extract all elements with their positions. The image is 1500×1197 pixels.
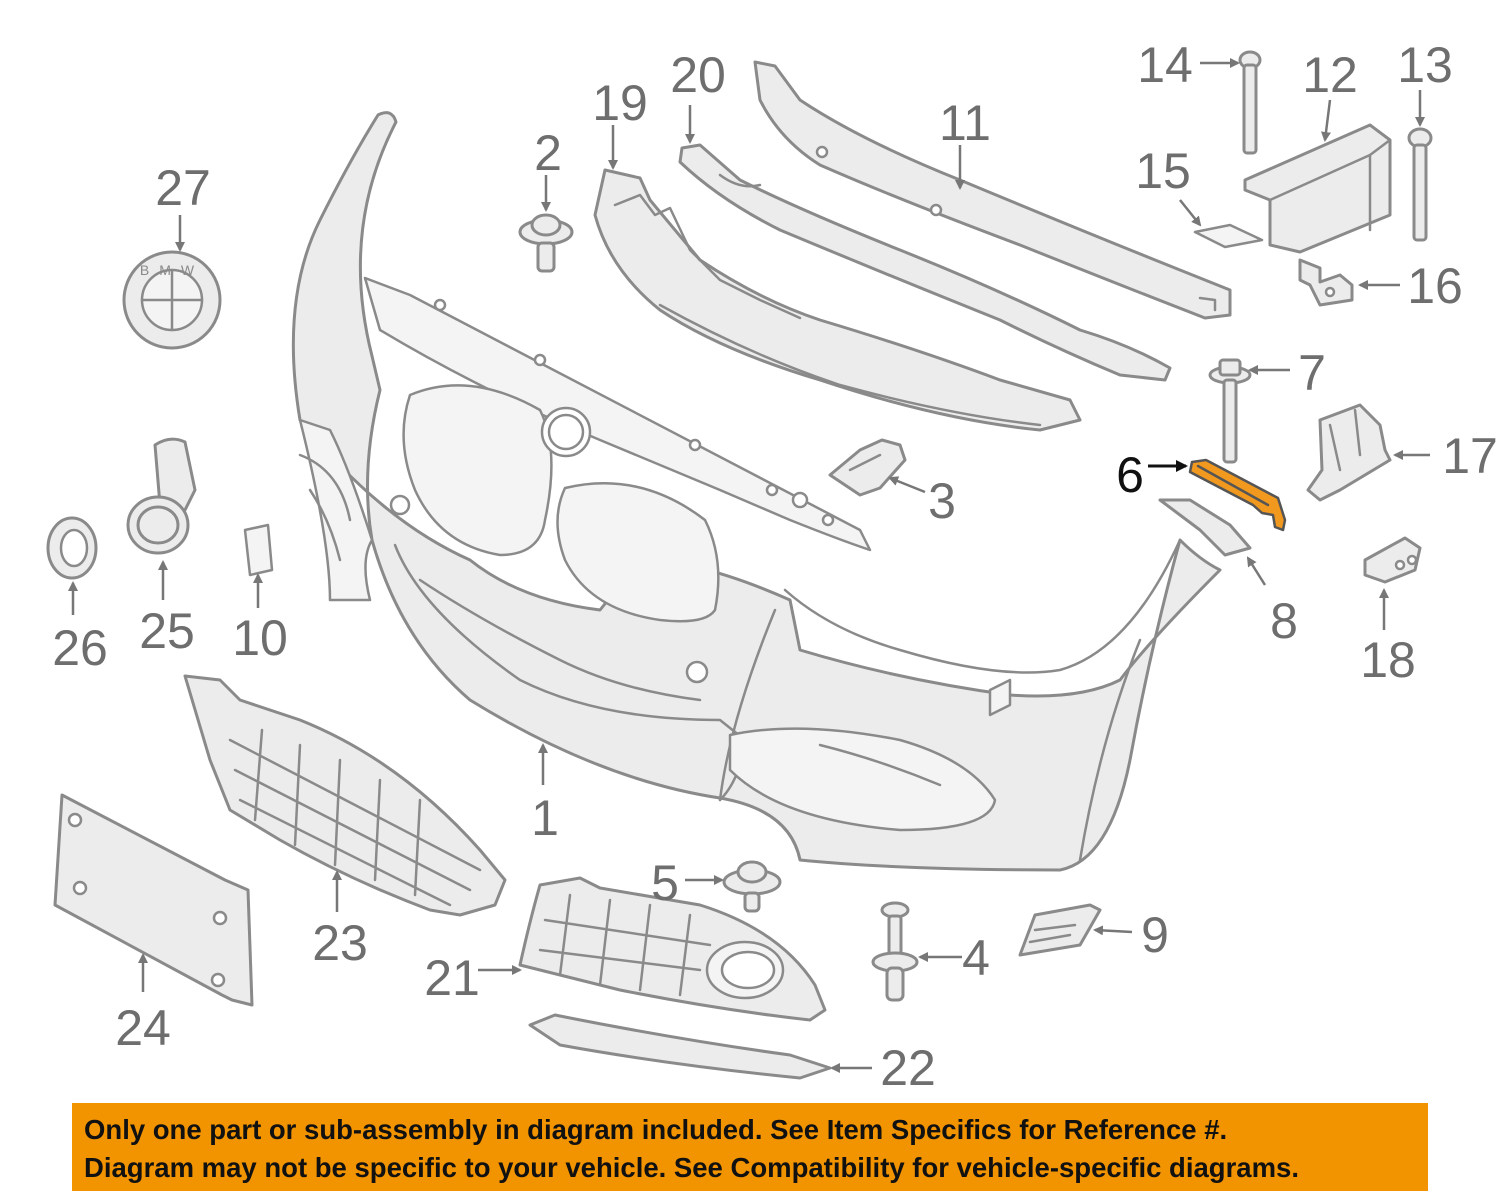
lower-grille [183, 674, 507, 917]
callout-24: 24 [115, 1000, 171, 1056]
cap-18 [1363, 536, 1422, 584]
callout-23: 23 [312, 915, 368, 971]
bmw-emblem: BMW [122, 250, 222, 350]
bolt-13 [1407, 127, 1433, 242]
callout-11: 11 [939, 95, 991, 151]
callout-6: 6 [1116, 447, 1144, 503]
sensor-ring [46, 516, 98, 580]
callout-labels: 1 2 3 4 5 6 7 8 9 10 11 12 13 14 15 16 1… [52, 37, 1498, 1096]
license-plate-base [53, 793, 254, 1007]
clip-16 [1298, 258, 1354, 307]
disclaimer-line-1: Only one part or sub-assembly in diagram… [84, 1114, 1228, 1145]
callout-1: 1 [531, 790, 559, 846]
bolt-7 [1208, 358, 1252, 464]
bolt-14 [1238, 50, 1262, 155]
energy-absorber [593, 168, 1082, 432]
callout-8: 8 [1270, 593, 1298, 649]
callout-7: 7 [1298, 345, 1326, 401]
bracket-3 [828, 438, 907, 497]
callout-3: 3 [928, 473, 956, 529]
callout-12: 12 [1302, 47, 1358, 103]
svg-text:BMW: BMW [140, 262, 204, 278]
callout-5: 5 [651, 855, 679, 911]
clip-15 [1193, 223, 1264, 249]
tow-cover-9 [1018, 903, 1102, 957]
callout-25: 25 [139, 603, 195, 659]
callout-18: 18 [1360, 632, 1416, 688]
park-sensor [126, 437, 197, 555]
parts-diagram: BMW [46, 37, 1498, 1096]
disclaimer-banner: Only one part or sub-assembly in diagram… [72, 1103, 1428, 1191]
callout-4: 4 [962, 930, 990, 986]
absorber-bracket [678, 143, 1172, 382]
callout-20: 20 [670, 47, 726, 103]
callout-16: 16 [1407, 258, 1463, 314]
callout-15: 15 [1135, 143, 1191, 199]
callout-13: 13 [1397, 37, 1453, 93]
highlighted-bracket [1188, 458, 1287, 532]
callout-14: 14 [1137, 37, 1193, 93]
cover-plate-10 [243, 523, 274, 577]
bumper-cover [291, 111, 1222, 872]
callout-17: 17 [1442, 428, 1498, 484]
callout-19: 19 [592, 75, 648, 131]
disclaimer-line-2: Diagram may not be specific to your vehi… [84, 1152, 1299, 1183]
bracket-8 [1158, 498, 1252, 557]
bumper-carrier [753, 60, 1232, 320]
callout-10: 10 [232, 610, 288, 666]
callout-2: 2 [534, 125, 562, 181]
callout-9: 9 [1141, 907, 1169, 963]
callout-26: 26 [52, 620, 108, 676]
leader-lines [68, 58, 1430, 1073]
callout-22: 22 [880, 1040, 936, 1096]
fastener-5 [722, 860, 782, 913]
bracket-17 [1306, 403, 1392, 502]
mount-bracket [1243, 123, 1392, 254]
fog-lamp-grille [518, 876, 827, 1022]
lower-trim-strip [528, 1013, 832, 1080]
fastener-2 [518, 213, 574, 273]
callout-21: 21 [424, 950, 480, 1006]
callout-27: 27 [155, 160, 211, 216]
push-rivet-4 [871, 901, 919, 1002]
